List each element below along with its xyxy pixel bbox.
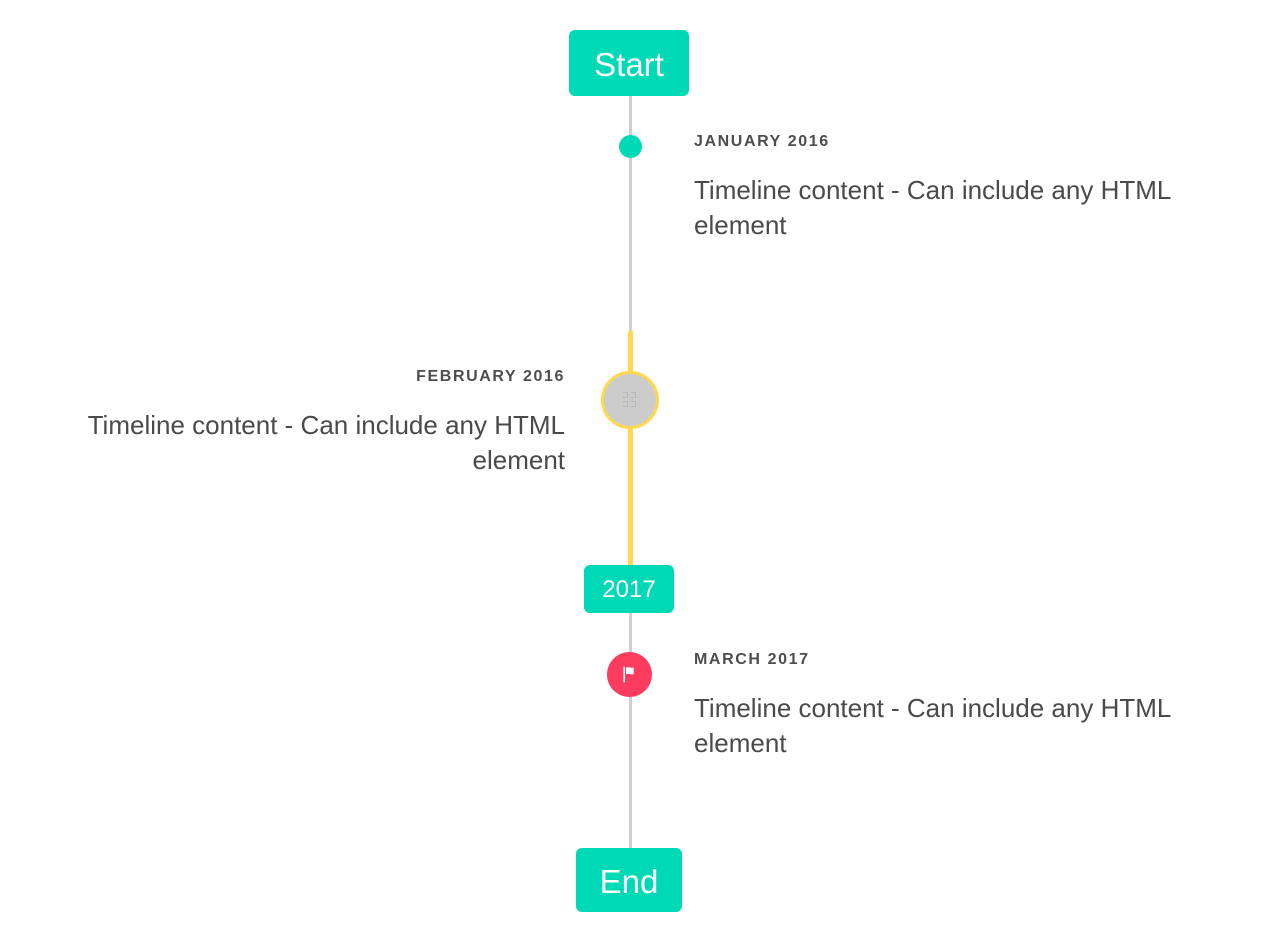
- timeline-start-badge[interactable]: Start: [569, 30, 689, 96]
- flag-icon[interactable]: [607, 652, 652, 697]
- missing-glyph-icon[interactable]: [601, 371, 659, 429]
- timeline-entry-body: Timeline content - Can include any HTML …: [694, 693, 1171, 759]
- timeline-axis-segment-top: [629, 95, 632, 331]
- timeline-end-badge[interactable]: End: [576, 848, 682, 912]
- timeline-entry-date: FEBRUARY 2016: [416, 368, 565, 385]
- timeline-entry-february: FEBRUARY 2016 Timeline content - Can inc…: [42, 368, 565, 479]
- dot-icon[interactable]: [619, 135, 642, 158]
- timeline-axis-segment-bottom: [629, 613, 632, 853]
- timeline-entry-january: JANUARY 2016 Timeline content - Can incl…: [694, 133, 1222, 244]
- missing-glyph-placeholder: [623, 392, 637, 408]
- timeline-year-badge-2017[interactable]: 2017: [584, 565, 674, 613]
- timeline-entry-date: JANUARY 2016: [694, 133, 830, 150]
- timeline-entry-body: Timeline content - Can include any HTML …: [694, 175, 1171, 241]
- timeline-entry-march: MARCH 2017 Timeline content - Can includ…: [694, 651, 1222, 762]
- timeline-entry-body: Timeline content - Can include any HTML …: [87, 410, 565, 476]
- timeline-entry-date: MARCH 2017: [694, 651, 810, 668]
- timeline-axis-segment-highlighted: [628, 331, 633, 565]
